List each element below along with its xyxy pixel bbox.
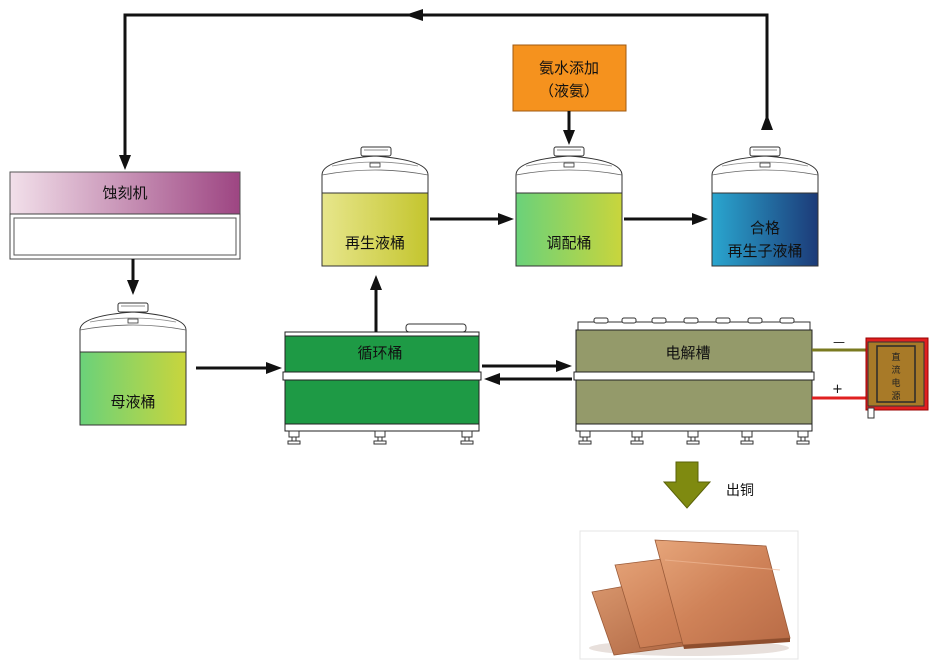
minus-sign: — xyxy=(833,335,845,349)
electrolytic-cell: 电解槽 xyxy=(574,318,814,444)
arrow-circulation-to-regen xyxy=(370,275,382,332)
arrow-mother-to-circulation xyxy=(196,362,282,374)
electrolytic-cell-label: 电解槽 xyxy=(665,344,710,362)
dc-power-supply: 直 流 电 源 xyxy=(866,338,928,418)
feedback-line xyxy=(119,9,773,170)
arrow-left-icon xyxy=(405,9,423,21)
qualified-tank-label-line2: 再生子液桶 xyxy=(727,242,802,260)
mother-tank: 母液桶 xyxy=(80,303,186,425)
copper-plates-image xyxy=(580,531,798,659)
arrow-down-icon xyxy=(119,155,131,170)
power-char-1: 直 xyxy=(891,351,900,363)
arrow-up-icon xyxy=(761,114,773,130)
dc-wires: — + xyxy=(812,335,868,398)
ammonia-addition-box: 氨水添加 （液氨） xyxy=(513,45,626,111)
qualified-tank-label-line1: 合格 xyxy=(750,219,780,237)
etcher-label: 蚀刻机 xyxy=(102,184,147,202)
circulation-tank-label: 循环桶 xyxy=(357,344,402,362)
arrow-cell-to-circulation xyxy=(484,373,572,385)
arrow-adjust-to-qualified xyxy=(624,213,708,225)
output-label: 出铜 xyxy=(726,483,754,499)
qualified-regen-tank: 合格 再生子液桶 xyxy=(712,147,818,266)
adjust-tank-label: 调配桶 xyxy=(546,234,591,252)
arrow-circulation-to-cell xyxy=(482,360,572,372)
regen-tank: 再生液桶 xyxy=(322,147,428,266)
output-arrow-icon xyxy=(664,462,710,508)
adjust-tank: 调配桶 xyxy=(516,147,622,266)
ammonia-label-line2: （液氨） xyxy=(539,82,599,100)
ammonia-label-line1: 氨水添加 xyxy=(539,59,599,77)
power-char-4: 源 xyxy=(891,391,900,402)
arrow-ammonia-to-adjust xyxy=(563,111,575,145)
mother-tank-label: 母液桶 xyxy=(110,393,155,411)
etcher-machine: 蚀刻机 xyxy=(10,172,240,259)
arrow-etcher-to-mother xyxy=(127,259,139,295)
regen-tank-label: 再生液桶 xyxy=(345,234,405,252)
circulation-tank: 循环桶 xyxy=(283,324,481,444)
arrow-regen-to-adjust xyxy=(430,213,514,225)
plus-sign: + xyxy=(832,382,843,397)
power-char-2: 流 xyxy=(891,364,900,376)
power-char-3: 电 xyxy=(891,377,900,389)
